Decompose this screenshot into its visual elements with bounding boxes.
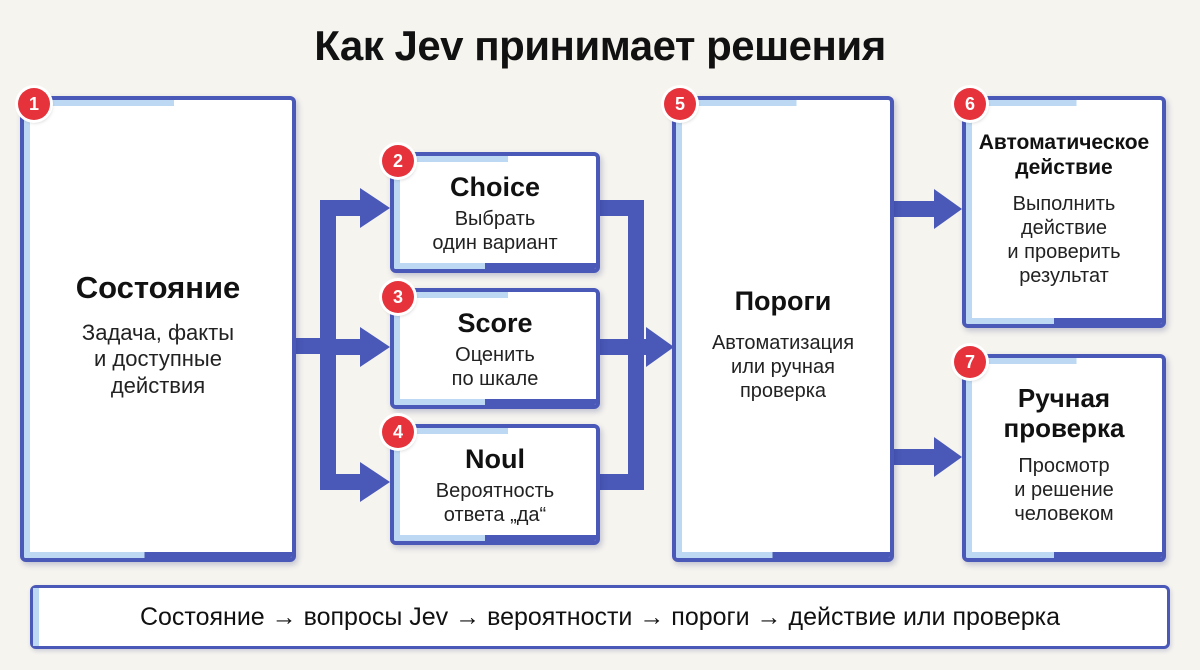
node-choice-text: Выбрать один вариант [432,208,558,254]
node-score-title: Score [457,308,533,338]
diagram-title: Как Jev принимает решения [314,22,886,69]
arrow-to-3 [360,327,390,367]
node-auto-action-text: Выполнить действие и проверить результат [1007,193,1121,288]
node-noul-text: Вероятность ответа „да“ [435,480,555,526]
node-choice: Choice Выбрать один вариант [390,152,600,273]
badge-7: 7 [954,346,986,378]
connector-to-6 [892,201,938,217]
arrow-to-6 [934,189,962,229]
node-noul: Noul Вероятность ответа „да“ [390,424,600,545]
arrow-to-2 [360,188,390,228]
badge-6: 6 [954,88,986,120]
node-thresholds-text: Автоматизация или ручная проверка [711,332,855,402]
node-score-text: Оценить по шкале [451,344,539,390]
node-auto-action: Автоматическое действие Выполнить действ… [962,96,1166,328]
flow-summary: Состояние → вопросы Jev → вероятности → … [30,585,1170,649]
connector-to-3 [320,339,362,355]
node-noul-title: Noul [465,444,525,474]
badge-4: 4 [382,416,414,448]
node-state-title: Состояние [75,270,241,305]
connector-to-7 [892,449,938,465]
node-auto-action-title: Автоматическое действие [978,131,1150,180]
node-manual-review: Ручная проверка Просмотр и решение челов… [962,354,1166,562]
badge-2: 2 [382,145,414,177]
connector-to-2 [320,200,362,216]
badge-3: 3 [382,281,414,313]
node-thresholds-title: Пороги [734,286,832,316]
node-manual-review-title: Ручная проверка [1003,383,1125,443]
arrow-to-4 [360,462,390,502]
badge-1: 1 [18,88,50,120]
node-state: Состояние Задача, факты и доступные дейс… [20,96,296,562]
node-thresholds: Пороги Автоматизация или ручная проверка [672,96,894,562]
node-choice-title: Choice [449,172,541,202]
connector-to-4 [320,474,362,490]
node-score: Score Оценить по шкале [390,288,600,409]
node-state-text: Задача, факты и доступные действия [81,320,235,398]
node-manual-review-text: Просмотр и решение человеком [1014,454,1114,525]
arrow-to-5 [646,327,674,367]
arrow-to-7 [934,437,962,477]
badge-5: 5 [664,88,696,120]
